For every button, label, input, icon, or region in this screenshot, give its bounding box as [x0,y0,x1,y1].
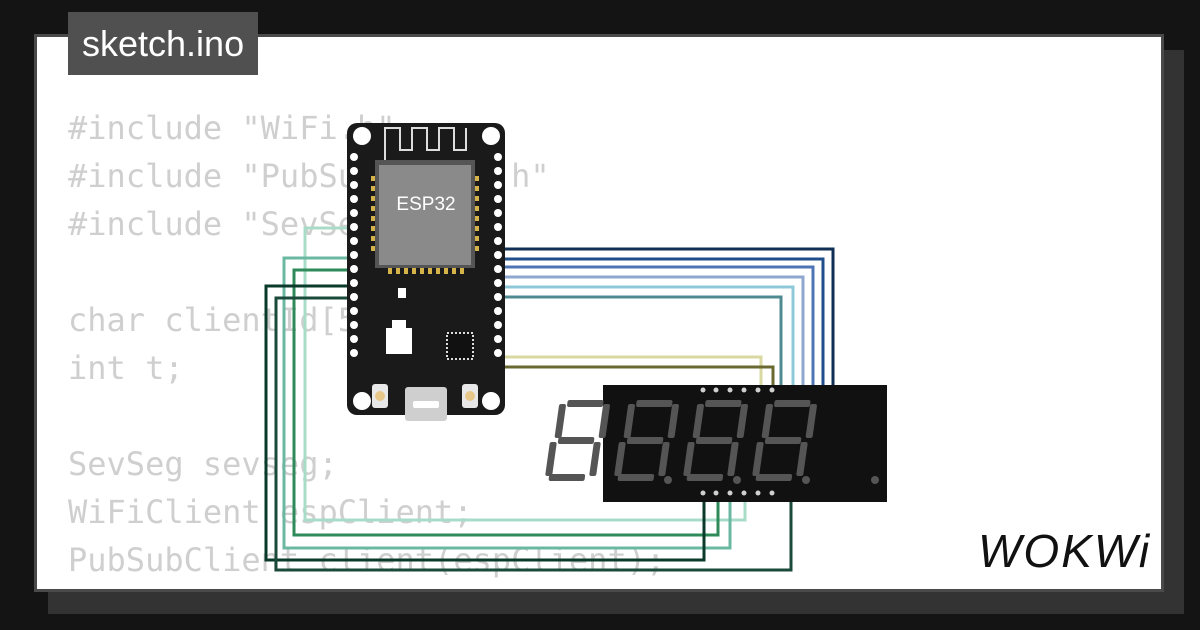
wire [303,226,747,522]
segment [658,442,670,476]
voltage-regulator [386,328,412,354]
antenna-trace [384,127,467,160]
segment [554,404,566,438]
segment [764,437,802,444]
segment [545,442,557,476]
status-led [398,288,406,298]
module-shield [379,165,471,265]
decimal-point [871,476,879,484]
mount-hole [482,392,500,410]
wire [498,265,815,390]
segment [617,474,655,481]
wire [498,285,795,390]
segment [614,442,626,476]
header-pins-right [494,153,502,357]
code-line: int t; [68,349,184,387]
segment [705,400,742,407]
decimal-point [664,476,672,484]
segment [755,474,793,481]
esp32-board[interactable]: ESP32 [347,123,505,421]
wire [274,296,793,572]
segment [598,404,610,438]
segment [636,400,673,407]
segment [805,404,817,438]
display-top-pins [700,387,775,393]
segment [692,404,704,438]
decimal-point [802,476,810,484]
code-line: WiFiClient espClient; [68,493,473,531]
segment [667,404,679,438]
segment [774,400,811,407]
file-tab[interactable]: sketch.ino [68,12,259,75]
preview-card [34,34,1164,592]
segment [761,404,773,438]
segment [752,442,764,476]
segment [589,442,601,476]
wokwi-logo: WOKWi [978,525,1152,577]
segment [567,400,604,407]
segment [695,437,733,444]
mount-hole [482,127,500,145]
usb-port-inner [413,401,439,408]
segment [548,474,586,481]
wire [264,284,706,562]
module-pins [371,176,479,274]
en-button-cap [375,391,385,401]
segment [683,442,695,476]
segment [686,474,724,481]
segment [626,437,664,444]
wire [282,256,732,550]
seven-segment-display[interactable] [545,385,887,502]
usb-uart-chip [446,332,474,360]
chip-label: ESP32 [396,194,455,215]
segment [796,442,808,476]
regulator-tab [392,320,406,328]
wire [498,257,825,390]
code-line: SevSeg sevseg; [68,445,338,483]
wire [498,275,805,390]
wire [498,247,835,390]
header-pins-left [350,153,358,357]
segment [623,404,635,438]
mount-hole [353,127,371,145]
segment [557,437,595,444]
decimal-point [733,476,741,484]
display-digits [545,400,879,484]
boot-button-cap [465,391,475,401]
display-bottom-pins [700,490,775,496]
mount-hole [353,392,371,410]
wire [292,268,720,537]
segment [727,442,739,476]
segment [736,404,748,438]
